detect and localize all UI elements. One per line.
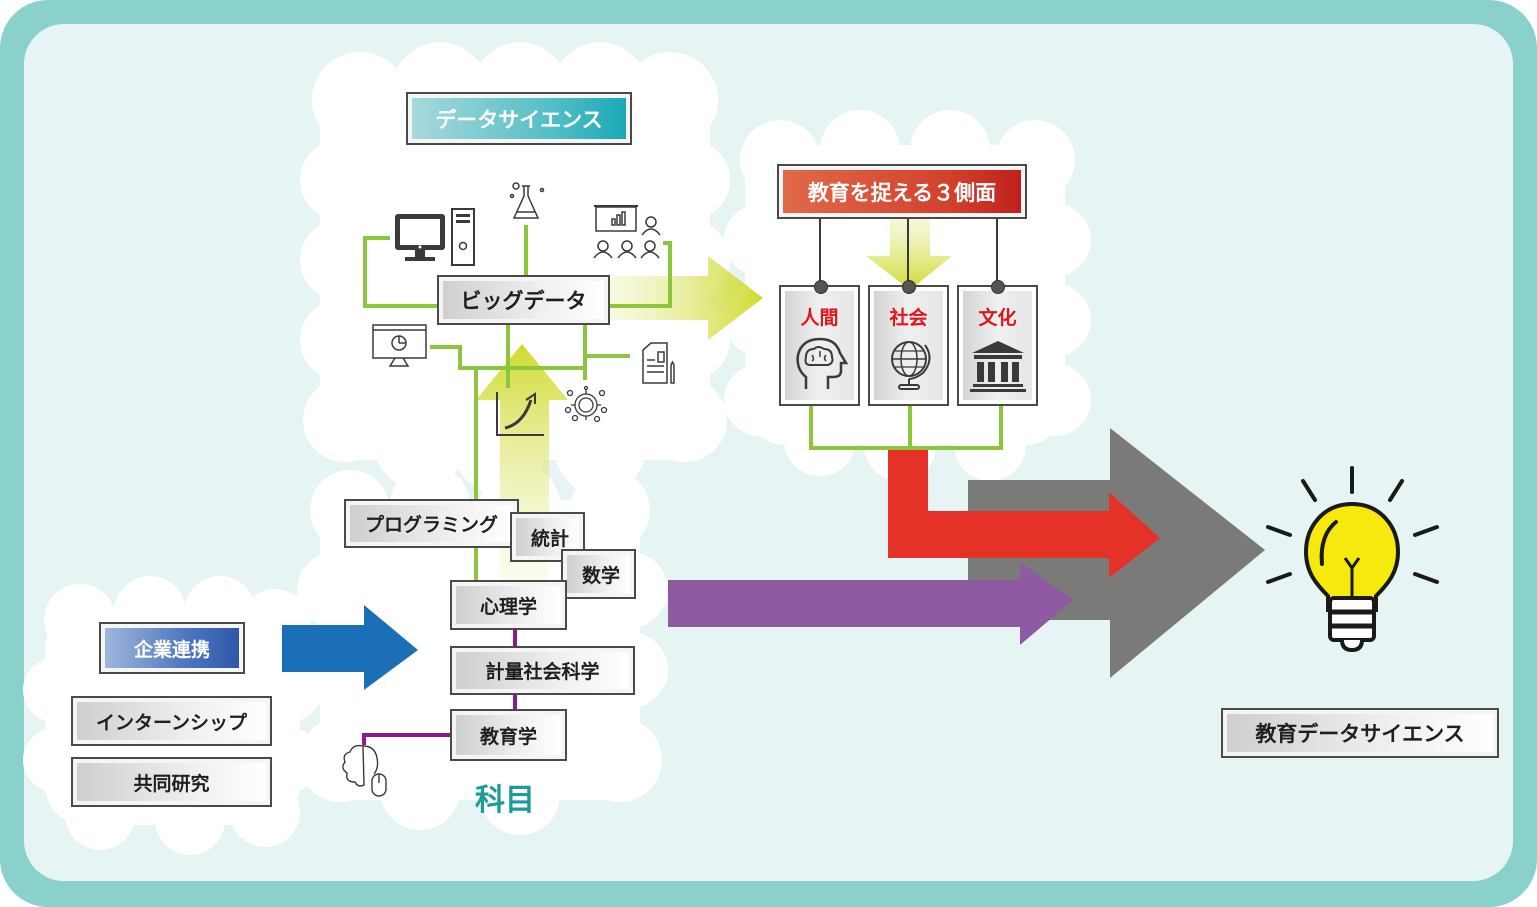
virus-icon: [564, 385, 608, 423]
industry-title-text: 企業連携: [133, 638, 210, 661]
industry-item-joint-research: 共同研究: [71, 757, 272, 807]
education-data-science-label: 教育データサイエンス: [1221, 708, 1499, 758]
pin-society: [902, 280, 916, 294]
box-fill: [456, 586, 561, 624]
subjects-caption: 科目: [475, 783, 535, 818]
box-fill: [77, 702, 266, 740]
subject-psychology: 心理学: [450, 580, 567, 630]
aspect-card-human: 人間: [779, 285, 860, 406]
document-icon: [642, 342, 675, 384]
subject-label: 統計: [530, 527, 569, 550]
brain-head-icon: [795, 337, 848, 389]
three-aspects-title: 教育を捉える３側面: [777, 164, 1027, 219]
aspect-label-human: 人間: [800, 307, 839, 329]
title-fill: [783, 170, 1021, 213]
industry-item-label: インターンシップ: [95, 711, 248, 734]
box-fill: [456, 652, 629, 689]
blue-arrow: [282, 605, 418, 690]
growth-chart-icon: [496, 392, 544, 436]
industry-item-internship: インターンシップ: [71, 696, 272, 746]
box-fill: [567, 555, 630, 593]
brain-mouse-icon: [342, 744, 387, 797]
aspect-card-culture: 文化: [957, 285, 1038, 406]
data-science-title-text: データサイエンス: [435, 107, 603, 132]
pin-culture: [991, 280, 1005, 294]
data-science-title: データサイエンス: [406, 92, 632, 145]
subject-label: 心理学: [479, 595, 537, 618]
lab-flask-icon: [509, 182, 545, 219]
subject-label: プログラミング: [364, 514, 498, 536]
green-arrow-to-aspects: [610, 256, 763, 340]
three-aspects-title-text: 教育を捉える３側面: [807, 180, 997, 205]
classical-building-icon: [969, 341, 1026, 392]
subject-quantitative-social-science: 計量社会科学: [450, 646, 635, 695]
box-fill: [77, 763, 266, 801]
box-fill: [456, 715, 561, 755]
computer-icon: [395, 208, 475, 266]
purple-connectors: [362, 628, 517, 745]
subject-programming: プログラミング: [344, 499, 519, 548]
pin-human: [814, 280, 828, 294]
box-fill: [1227, 714, 1493, 752]
subject-label: 数学: [581, 564, 620, 587]
presentation-audience-icon: [593, 205, 661, 259]
aspect-pin-lines: [819, 218, 998, 286]
red-arrow: [888, 450, 1160, 578]
subject-education: 教育学: [450, 709, 567, 761]
globe-icon: [890, 341, 930, 390]
purple-arrow: [668, 562, 1073, 645]
aspect-label-culture: 文化: [978, 307, 1017, 329]
big-data-label: ビッグデータ: [460, 289, 587, 313]
title-fill: [105, 628, 239, 668]
subject-mathematics: 数学: [561, 549, 636, 599]
box-fill: [350, 505, 513, 542]
subject-label: 計量社会科学: [485, 661, 600, 683]
card-fill: [785, 291, 854, 400]
aspect-card-society: 社会: [868, 285, 949, 406]
aspect-label-society: 社会: [889, 307, 928, 329]
big-data-box: ビッグデータ: [437, 275, 610, 325]
industry-collaboration-title: 企業連携: [99, 622, 245, 674]
box-fill: [443, 281, 604, 319]
pie-chart-monitor-icon: [372, 324, 427, 367]
industry-item-label: 共同研究: [133, 772, 210, 795]
subject-label: 教育学: [479, 725, 537, 748]
title-fill: [412, 98, 626, 139]
result-label-text: 教育データサイエンス: [1255, 722, 1465, 746]
light-bulb-icon: [1266, 466, 1439, 653]
